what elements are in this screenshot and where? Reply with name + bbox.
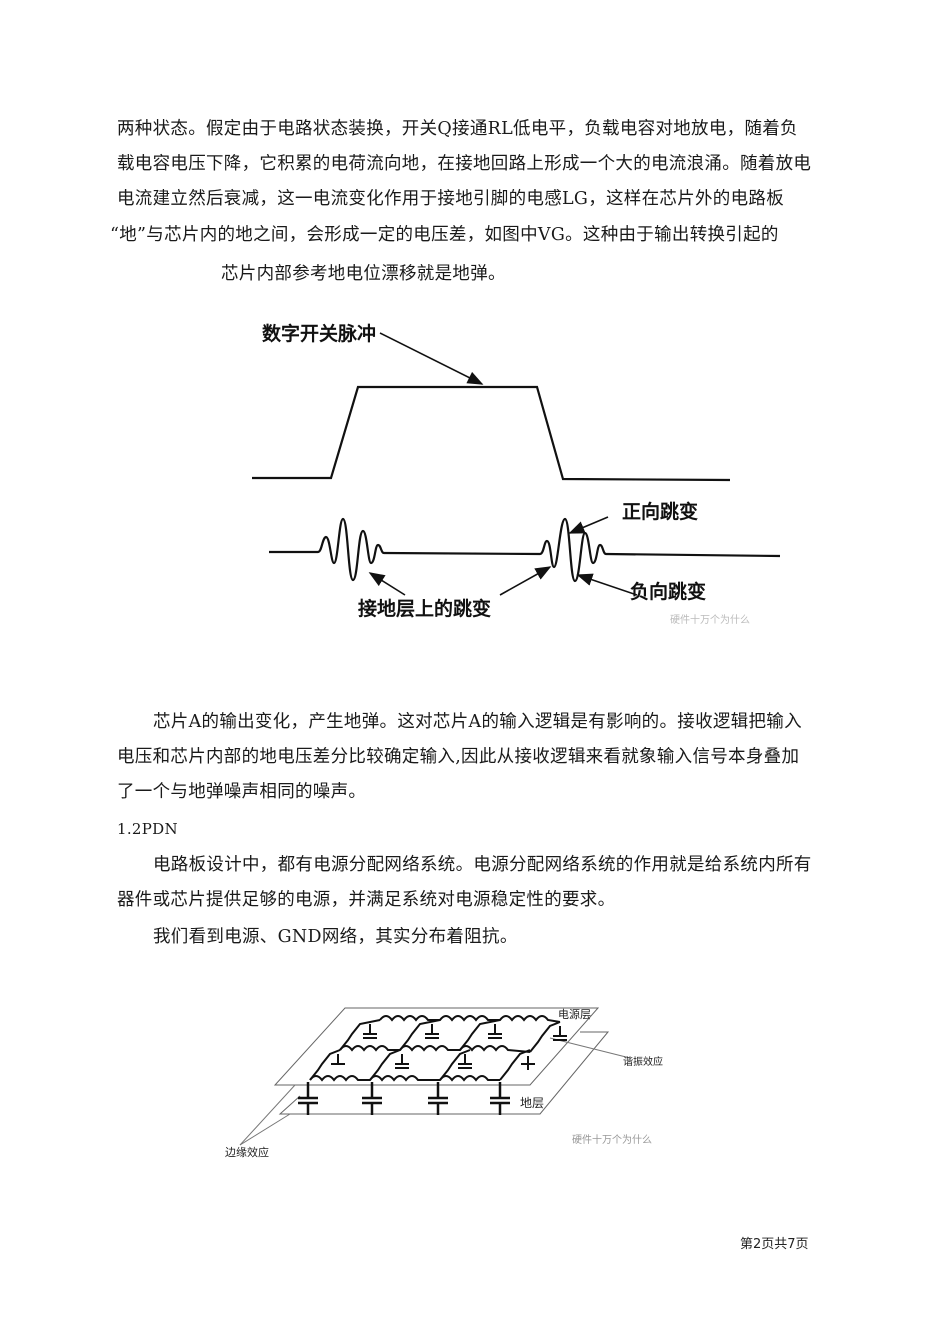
pdn-mesh-figure: 电源层 谐振效应 地层 边缘效应 硬件十万个为什么 bbox=[210, 1000, 670, 1170]
paragraph-line: 电压和芯片内部的地电压差分比较确定输入,因此从接收逻辑来看就象输入信号本身叠加 bbox=[117, 747, 800, 767]
watermark-text: 硬件十万个为什么 bbox=[670, 613, 750, 626]
paragraph-line: 电路板设计中，都有电源分配网络系统。电源分配网络系统的作用就是给系统内所有 bbox=[153, 855, 812, 875]
section-heading: 1.2PDN bbox=[117, 820, 178, 838]
pdn-diagram: 电源层 谐振效应 地层 边缘效应 硬件十万个为什么 bbox=[225, 1007, 663, 1159]
paragraph-line: 我们看到电源、GND网络，其实分布着阻抗。 bbox=[153, 927, 518, 947]
paragraph-line: 器件或芯片提供足够的电源，并满足系统对电源稳定性的要求。 bbox=[117, 890, 616, 910]
watermark-text: 硬件十万个为什么 bbox=[572, 1133, 652, 1146]
ground-bounce-figure: 数字开关脉冲 正向跳变 负向跳变 接地层上的跳变 硬件十万个为什么 bbox=[230, 305, 800, 635]
negative-transition-label: 负向跳变 bbox=[630, 580, 706, 603]
resonance-effect-label: 谐振效应 bbox=[623, 1055, 663, 1068]
paragraph-line: 了一个与地弹噪声相同的噪声。 bbox=[117, 782, 367, 802]
ground-transition-label: 接地层上的跳变 bbox=[358, 597, 491, 620]
paragraph-line: “地”与芯片内的地之间，会形成一定的电压差，如图中VG。这种由于输出转换引起的 bbox=[110, 225, 779, 245]
waveform-diagram: 数字开关脉冲 正向跳变 负向跳变 接地层上的跳变 硬件十万个为什么 bbox=[252, 322, 781, 626]
power-layer-label: 电源层 bbox=[558, 1007, 591, 1021]
paragraph-line: 载电容电压下降，它积累的电荷流向地，在接地回路上形成一个大的电流浪涌。随着放电 bbox=[117, 154, 812, 174]
ground-layer-label: 地层 bbox=[520, 1096, 544, 1110]
edge-effect-label: 边缘效应 bbox=[225, 1145, 269, 1159]
paragraph-line: 芯片内部参考地电位漂移就是地弹。 bbox=[221, 264, 506, 284]
page-indicator: 第2页共7页 bbox=[740, 1237, 809, 1252]
pulse-label: 数字开关脉冲 bbox=[262, 322, 376, 345]
paragraph-line: 两种状态。假定由于电路状态装换，开关Q接通RL低电平，负载电容对地放电，随着负 bbox=[117, 119, 798, 139]
positive-transition-label: 正向跳变 bbox=[622, 500, 698, 523]
paragraph-line: 芯片A的输出变化，产生地弹。这对芯片A的输入逻辑是有影响的。接收逻辑把输入 bbox=[153, 712, 802, 732]
paragraph-line: 电流建立然后衰减，这一电流变化作用于接地引脚的电感LG，这样在芯片外的电路板 bbox=[117, 189, 784, 209]
